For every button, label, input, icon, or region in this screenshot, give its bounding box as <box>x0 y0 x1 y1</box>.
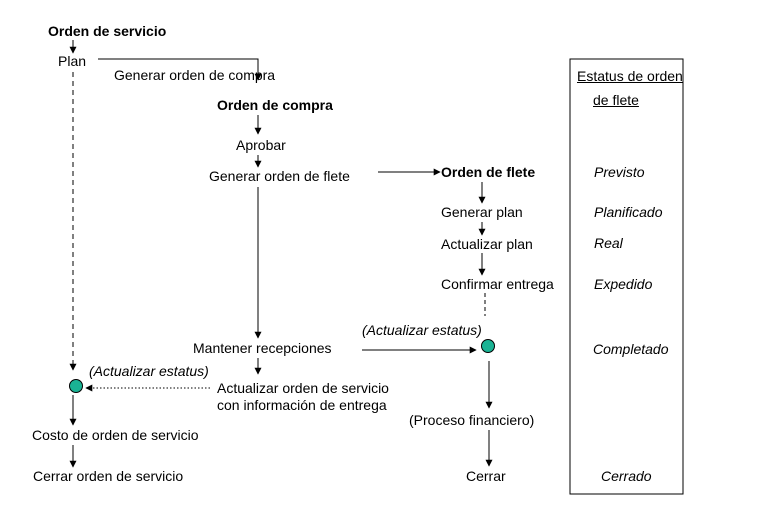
plan-step: Plan <box>58 53 87 69</box>
status-previsto: Previsto <box>594 164 645 180</box>
approve-step: Aprobar <box>236 137 286 153</box>
financial-process-step: (Proceso financiero) <box>409 412 535 428</box>
status-panel-box <box>569 58 684 495</box>
close-service-step: Cerrar orden de servicio <box>33 468 184 484</box>
maintain-receipts-step: Mantener recepciones <box>193 340 332 356</box>
status-cerrado: Cerrado <box>601 468 652 484</box>
service-cost-step: Costo de orden de servicio <box>32 427 199 443</box>
arrow-plan-to-purchase <box>98 58 262 81</box>
update-service-line2: con información de entrega <box>217 397 387 413</box>
service-status-node <box>69 379 83 393</box>
update-service-line1: Actualizar orden de servicio <box>217 380 389 396</box>
confirm-delivery-step: Confirmar entrega <box>441 276 554 292</box>
freight-update-status: (Actualizar estatus) <box>362 322 482 338</box>
status-completado: Completado <box>593 341 669 357</box>
update-plan-step: Actualizar plan <box>441 236 533 252</box>
generate-purchase-step: Generar orden de compra <box>114 67 276 83</box>
status-planificado: Planificado <box>594 204 663 220</box>
service-update-status: (Actualizar estatus) <box>89 363 209 379</box>
status-expedido: Expedido <box>594 276 653 292</box>
freight-status-node <box>481 339 495 353</box>
status-header-line2: de flete <box>593 92 639 108</box>
generate-freight-step: Generar orden de flete <box>209 168 350 184</box>
generate-plan-step: Generar plan <box>441 204 523 220</box>
freight-close-step: Cerrar <box>466 468 506 484</box>
status-header-line1: Estatus de orden <box>577 68 683 84</box>
purchase-order-title: Orden de compra <box>217 97 333 113</box>
freight-order-title: Orden de flete <box>441 164 536 180</box>
service-order-title: Orden de servicio <box>48 23 167 39</box>
status-real: Real <box>594 235 623 251</box>
